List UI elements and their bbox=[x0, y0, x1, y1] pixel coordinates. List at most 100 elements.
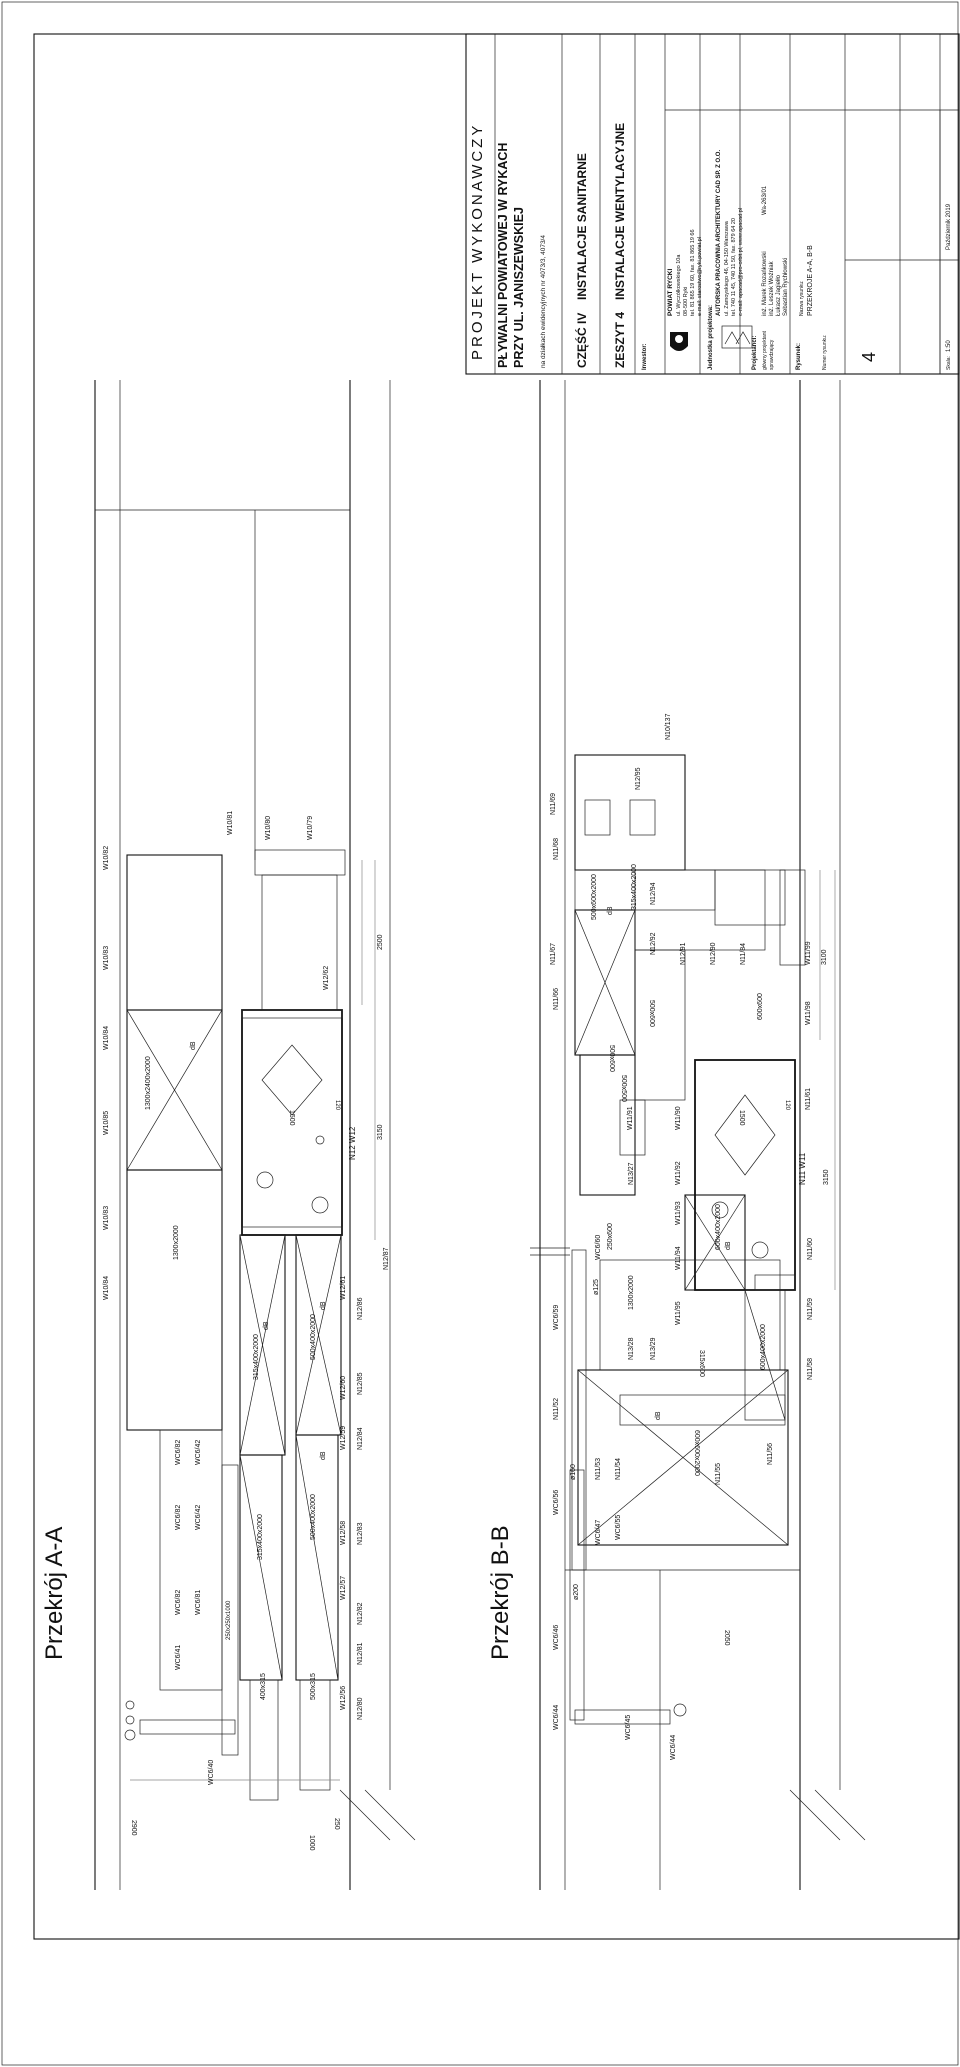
label-wc6-60: WC6/60 bbox=[595, 1235, 602, 1260]
dim-315x400a: 315x400x2000 bbox=[253, 1334, 260, 1380]
label-n11-56: N11/56 bbox=[767, 1443, 774, 1465]
label-n11-54: N11/54 bbox=[615, 1458, 622, 1480]
dim-500x600b: 500x600 bbox=[608, 1045, 615, 1072]
role-check: sprawdzający bbox=[769, 339, 775, 370]
dim-120: 120 bbox=[334, 1100, 340, 1111]
designer-3: Łukasz Jagiełło bbox=[776, 274, 782, 316]
section-bb: Przekrój B-B bbox=[487, 380, 866, 1890]
label-n12-82: N12/82 bbox=[357, 1602, 364, 1625]
designers-label: Projektanci: bbox=[752, 336, 758, 370]
title-line2: PŁYWALNI POWIATOWEJ W RYKACH bbox=[496, 143, 510, 368]
label-wc6-59: WC6/59 bbox=[553, 1305, 560, 1330]
label-wc6-45: WC6/45 bbox=[625, 1715, 632, 1740]
label-n11-55: N11/55 bbox=[715, 1463, 722, 1485]
dim-500x600a: 500x600 bbox=[648, 1000, 655, 1027]
dim-250x250x1000: 250x250x1000 bbox=[226, 1600, 232, 1640]
label-wc6-44b: WC6/44 bbox=[670, 1735, 677, 1760]
drawing-label: Rysunek: bbox=[796, 343, 802, 370]
label-w10-84: W10/84 bbox=[103, 1026, 110, 1050]
investor-label: Inwestor: bbox=[642, 343, 648, 370]
label-w11-94: W11/94 bbox=[675, 1246, 682, 1270]
db-bb-1: dB bbox=[607, 906, 614, 915]
db-aa-4: dB bbox=[320, 1451, 327, 1460]
label-w12-58: W12/58 bbox=[340, 1521, 347, 1545]
dim-600x600x2000: 600x600x2000 bbox=[693, 1430, 700, 1476]
label-n11-84: N11/84 bbox=[740, 943, 747, 965]
label-wc6-56: WC6/56 bbox=[553, 1490, 560, 1515]
label-n13-27: N13/27 bbox=[628, 1162, 635, 1185]
office-line-2: tel. 740 11 45, 740 11 50, fax. 879 64 2… bbox=[731, 218, 737, 316]
label-w11-95: W11/95 bbox=[675, 1301, 682, 1325]
label-n11-60: N11/60 bbox=[807, 1238, 814, 1260]
designer-1: inż. Marek Rozańkowski bbox=[762, 251, 768, 316]
dim-400x315: 400x315 bbox=[260, 1673, 267, 1700]
label-w10-81: W10/81 bbox=[227, 811, 234, 835]
label-wc6-46: WC6/46 bbox=[553, 1625, 560, 1650]
label-n11-53: N11/53 bbox=[595, 1458, 602, 1480]
label-w10-82: W10/82 bbox=[103, 846, 110, 870]
label-w12-61: W12/61 bbox=[340, 1276, 347, 1300]
dim-600x400a: 600x400x2000 bbox=[715, 1204, 722, 1250]
label-wc6-82c: WC6/82 bbox=[175, 1590, 182, 1615]
label-w11-91: W11/91 bbox=[627, 1106, 634, 1130]
part-label: CZĘŚĆ IV bbox=[574, 313, 589, 368]
label-n13-28: N13/28 bbox=[628, 1337, 635, 1360]
label-n12-80: N12/80 bbox=[357, 1697, 364, 1720]
label-n13-29: N13/29 bbox=[650, 1337, 657, 1360]
investor-name: POWIAT RYCKI bbox=[667, 269, 674, 316]
label-w10-85: W10/85 bbox=[103, 1111, 110, 1135]
investor-line-4: e-mail: starostwo@ryki.powiat.pl bbox=[697, 237, 703, 316]
investor-line-1: ul. Wyczółkowskiego 10a bbox=[676, 254, 682, 316]
label-n11-66: N11/66 bbox=[553, 988, 560, 1010]
label-w10-80: W10/80 bbox=[265, 816, 272, 840]
book-label: ZESZYT 4 bbox=[613, 312, 627, 368]
title-line1: PROJEKT WYKONAWCZY bbox=[469, 123, 486, 360]
label-n11-67: N11/67 bbox=[550, 943, 557, 965]
dim-3150: 3150 bbox=[377, 1124, 384, 1140]
dim-2900: 2900 bbox=[130, 1820, 137, 1836]
dim-d125: ø125 bbox=[593, 1279, 600, 1295]
label-n12-92: N12/92 bbox=[650, 932, 657, 955]
label-w12-57: W12/57 bbox=[340, 1576, 347, 1600]
label-w11-93: W11/93 bbox=[675, 1201, 682, 1225]
dim-500x600x2000: 500x600x2000 bbox=[591, 874, 598, 920]
dim-1300x2000: 1300x2000 bbox=[173, 1225, 180, 1260]
label-wc6-40: WC6/40 bbox=[208, 1760, 215, 1785]
designer-4: Sebastian Rychłowski bbox=[783, 258, 789, 316]
drawing-no-label: Numer rysunku: bbox=[822, 335, 828, 370]
drawing-name-label: Nazwa rysunku: bbox=[799, 280, 805, 316]
db-bb-2: dB bbox=[725, 1241, 732, 1250]
part-title: INSTALACJE SANITARNE bbox=[575, 153, 589, 300]
title-parcels: na działkach ewidencyjnych nr 4073/3, 40… bbox=[540, 235, 547, 368]
designer-license: Wa-263/01 bbox=[762, 185, 768, 215]
scale-value: 1:50 bbox=[946, 340, 952, 352]
dim-1500: 1500 bbox=[288, 1110, 295, 1126]
db-aa-2: dB bbox=[263, 1321, 270, 1330]
label-n12-87: N12/87 bbox=[383, 1247, 390, 1270]
investor-line-3: tel. 81 865 19 60, fax. 81 865 19 66 bbox=[690, 229, 696, 316]
label-wc6-41: WC6/41 bbox=[175, 1645, 182, 1670]
book-title: INSTALACJE WENTYLACYJNE bbox=[613, 123, 627, 300]
dim-250: 250 bbox=[333, 1818, 340, 1830]
date-value: Październik 2019 bbox=[946, 203, 952, 250]
dim-600x600: 600x600 bbox=[757, 993, 764, 1020]
label-w12-60: W12/60 bbox=[340, 1376, 347, 1400]
dim-3100: 3100 bbox=[821, 949, 828, 965]
office-line-3: e-mail: apacad@pro-orbit.pl, www.apacad.… bbox=[738, 208, 744, 316]
label-n11-58: N11/58 bbox=[807, 1358, 814, 1380]
label-n12-81: N12/81 bbox=[357, 1642, 364, 1665]
office-name: AUTORSKA PRACOWNIA ARCHITEKTURY CAD SP. … bbox=[716, 150, 722, 316]
dim-1300x2400x2000: 1300x2400x2000 bbox=[145, 1056, 152, 1110]
dim-d200: ø200 bbox=[573, 1584, 580, 1600]
label-n12-86: N12/86 bbox=[357, 1297, 364, 1320]
office-logo-icon bbox=[721, 325, 753, 349]
label-n11-68: N11/68 bbox=[553, 838, 560, 860]
label-w10-79: W10/79 bbox=[307, 816, 314, 840]
label-w12-62: W12/62 bbox=[323, 966, 330, 990]
label-w12-56: W12/56 bbox=[340, 1686, 347, 1710]
dim-1300x2000: 1300x2000 bbox=[628, 1275, 635, 1310]
label-w10-83b: W10/83 bbox=[103, 1206, 110, 1230]
dim-315x400x2000: 315x400x2000 bbox=[631, 864, 638, 910]
